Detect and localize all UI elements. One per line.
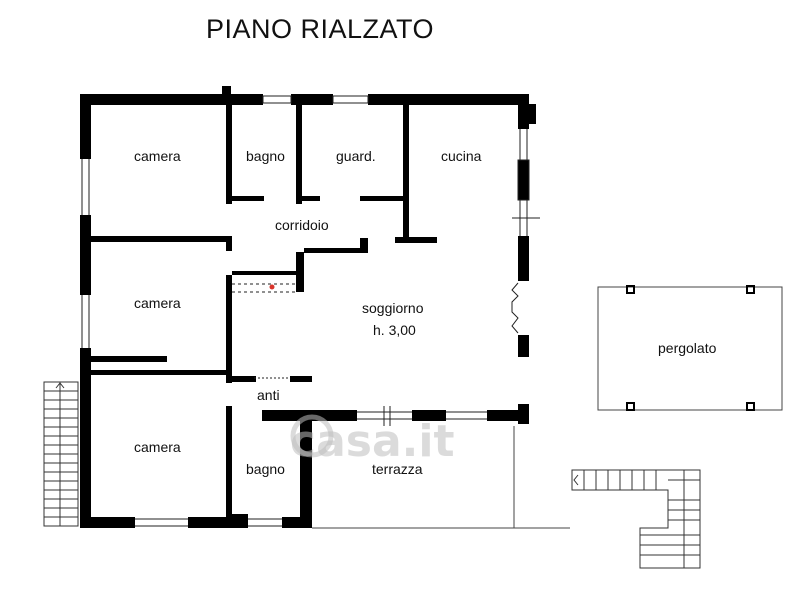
room-label-guardaroba: guard. xyxy=(336,148,376,164)
watermark-text: casa.it xyxy=(290,416,455,467)
watermark-logo xyxy=(290,414,334,458)
room-label-soggiorno-height: h. 3,00 xyxy=(373,322,416,338)
room-label-camera-top: camera xyxy=(134,148,181,164)
stairs-left xyxy=(43,381,79,527)
doors xyxy=(232,282,519,379)
pergola-outline xyxy=(597,285,783,411)
room-label-camera-bottom: camera xyxy=(134,439,181,455)
room-label-bagno-bottom: bagno xyxy=(246,461,285,477)
windows xyxy=(81,95,540,527)
room-label-pergolato: pergolato xyxy=(658,340,717,356)
interior-walls xyxy=(91,104,437,518)
stairs-right xyxy=(571,469,701,569)
room-label-corridoio: corridoio xyxy=(275,217,329,233)
plan-title: PIANO RIALZATO xyxy=(205,14,435,44)
room-label-bagno-top: bagno xyxy=(246,148,285,164)
terrace-outline xyxy=(312,426,570,529)
room-label-cucina: cucina xyxy=(441,148,482,164)
room-label-terrazza: terrazza xyxy=(372,461,423,477)
outer-walls xyxy=(80,86,536,528)
red-marker-dot xyxy=(269,284,275,290)
room-label-anti: anti xyxy=(257,387,280,403)
room-label-camera-mid: camera xyxy=(134,295,181,311)
room-label-soggiorno: soggiorno xyxy=(362,300,424,316)
